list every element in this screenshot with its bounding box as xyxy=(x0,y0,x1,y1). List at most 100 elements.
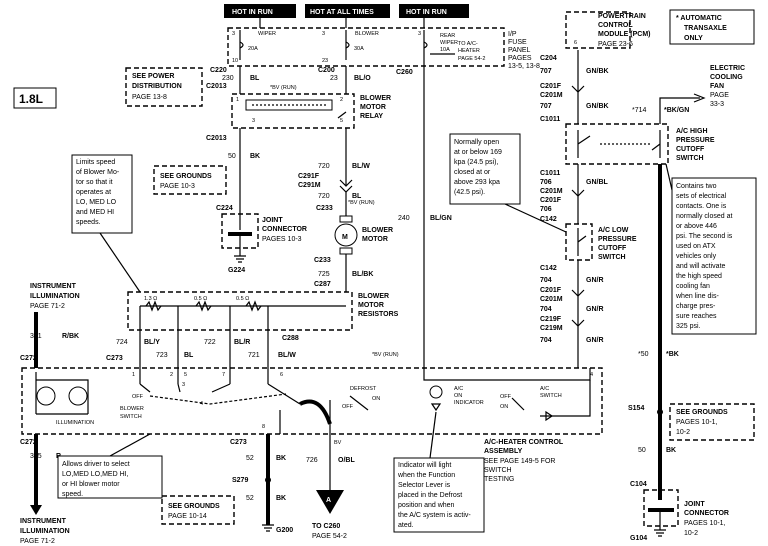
label-fuse-panel-rear-wiper-lines-1: WIPER xyxy=(440,40,458,46)
label-connectors-s279: S279 xyxy=(232,477,248,484)
label-connectors-c273-a: C273 xyxy=(106,355,123,362)
label-connectors-c220: C220 xyxy=(210,67,227,74)
ac-heater-control-assembly xyxy=(21,367,603,435)
label-blower-relay-lines-2: RELAY xyxy=(360,113,383,120)
label-contains-note-lines-14: 325 psi. xyxy=(676,323,701,330)
fuse-wiper-amp: 20A xyxy=(248,46,258,52)
label-see-power-lines-1: DISTRIBUTION xyxy=(132,83,182,90)
hot-at-all-times-box xyxy=(305,4,390,18)
label-indicator-note-lines-1: when the Function xyxy=(397,472,455,479)
label-wires-w725-color: BL/BK xyxy=(352,271,373,278)
label-allows-note-lines-0: Allows driver to select xyxy=(62,461,130,468)
label-connectors-c224: C224 xyxy=(216,205,233,212)
ac-low-pressure-switch xyxy=(565,223,593,261)
label-control-assembly-off: OFF xyxy=(132,394,144,400)
label-wires-w725: 725 xyxy=(318,271,330,278)
label-control-assembly-pins-6: 7 xyxy=(222,372,225,378)
label-control-assembly-pins-5: 6 xyxy=(280,372,283,378)
label-control-assembly-defrost: DEFROST xyxy=(350,386,377,392)
label-fuse-panel-ac-heater-lines-0: TO A/C- xyxy=(458,41,478,47)
label-wires-w704c-color: GN/R xyxy=(586,337,604,344)
label-resistors-lines-1: MOTOR xyxy=(358,302,384,309)
label-wires-w50: 50 xyxy=(228,153,236,160)
label-control-assembly-off: OFF xyxy=(342,404,354,410)
label-cooling-fan-lines-1: COOLING xyxy=(710,74,743,81)
label-limits-note-lines-4: LO, MED LO xyxy=(76,199,117,206)
illumination-lamp-1 xyxy=(36,386,56,406)
label-see-grounds-3-page-lines-0: PAGES 10-1, xyxy=(676,419,718,426)
label-wires-w720b-note: *BV (RUN) xyxy=(348,200,375,206)
label-connectors-s154: S154 xyxy=(628,405,644,412)
label-allows-note-lines-2: or HI blower motor xyxy=(62,481,120,488)
label-indicator-note-lines-0: Indicator will light xyxy=(398,462,451,469)
label-joint-connector-right-lines-1: CONNECTOR xyxy=(684,510,729,517)
label-ac-high-lines-3: SWITCH xyxy=(676,155,704,162)
blower-motor-resistors xyxy=(127,291,353,331)
label-ac-high-lines-1: PRESSURE xyxy=(676,137,715,144)
label-to-c260-page: PAGE 54-2 xyxy=(312,533,347,540)
label-wires-w720b: 720 xyxy=(318,193,330,200)
fuse-blower-amp: 30A xyxy=(354,46,364,52)
label-limits-note-lines-2: tor so that it xyxy=(76,179,113,186)
label-normally-open-note-lines-2: kpa (24.5 psi), xyxy=(454,159,498,166)
label-wires-w52b-color: BK xyxy=(276,495,286,502)
label-contains-note-lines-1: sets of electrical xyxy=(676,193,727,200)
label-pcm-page: PAGE 23-6 xyxy=(598,41,633,48)
hot-in-run-right-box xyxy=(399,4,469,18)
label-connectors-c201m-b: C201M xyxy=(540,188,563,195)
label-wires-w301-color: R/BK xyxy=(62,333,79,340)
label-joint-connector-right-page-lines-1: 10-2 xyxy=(684,530,698,537)
label-control-assembly-ac-on-indicator-1: ON xyxy=(454,393,462,399)
label-contains-note-lines-7: vehicles only xyxy=(676,253,717,260)
label-wires-w707b-color: GN/BK xyxy=(586,103,609,110)
label-instr-illum-top-page: PAGE 71-2 xyxy=(30,303,65,310)
label-see-grounds-1-page: PAGE 10-3 xyxy=(160,183,195,190)
label-wires-w52a: 52 xyxy=(246,455,254,462)
label-cooling-fan-page-lines-1: 33-3 xyxy=(710,101,724,108)
to-c260-arrow xyxy=(316,490,344,514)
label-instr-illum-top-lines-0: INSTRUMENT xyxy=(30,283,77,290)
ac-on-indicator-lamp xyxy=(429,385,443,399)
label-wires-w52a-color: BK xyxy=(276,455,286,462)
label-wires-w704c: 704 xyxy=(540,337,552,344)
label-wires-w720b-color: BL xyxy=(352,193,362,200)
blower-motor-symbol xyxy=(334,223,358,247)
label-wires-w726-color: O/BL xyxy=(338,457,355,464)
label-connectors-c291m: C291M xyxy=(298,182,321,189)
label-indicator-note-lines-4: position and when xyxy=(398,502,455,509)
label-connectors-c1011-b: C1011 xyxy=(540,170,560,177)
label-wires-w706a-color: GN/BL xyxy=(586,179,609,186)
label-connectors-c233-b: C233 xyxy=(314,257,331,264)
see-grounds-2 xyxy=(161,495,235,525)
label-fuse-panel-rear-pin: 3 xyxy=(418,31,421,37)
label-wires-w706a: 706 xyxy=(540,179,552,186)
label-limits-note-lines-5: and MED HI xyxy=(76,209,114,216)
label-connectors-c2013-a: C2013 xyxy=(206,83,227,90)
label-indicator-note-lines-6: ated. xyxy=(398,522,414,529)
label-see-power-page: PAGE 13-8 xyxy=(132,94,167,101)
label-to-c260-lines-0: TO C260 xyxy=(312,523,340,530)
label-control-assembly-blower-switch-0: BLOWER xyxy=(120,406,144,412)
label-connectors-c219m: C219M xyxy=(540,325,563,332)
label-wires-w722-color: BL/R xyxy=(234,339,250,346)
fuse-wiper-label: WIPER xyxy=(258,31,276,37)
label-wires-w707a: 707 xyxy=(540,68,552,75)
label-blower-relay-lines-1: MOTOR xyxy=(360,104,386,111)
label-pcm-lines-2: MODULE (PCM) xyxy=(598,31,651,38)
label-connectors-g104: G104 xyxy=(630,535,647,542)
hot-at-all-times: HOT AT ALL TIMES xyxy=(310,9,374,16)
label-instr-illum-bottom-lines-0: INSTRUMENT xyxy=(20,518,67,525)
label-connectors-c233-a: C233 xyxy=(316,205,333,212)
label-connectors-c1011-a: C1011 xyxy=(540,116,560,123)
see-power-box xyxy=(125,67,203,107)
label-wires-w706b: 706 xyxy=(540,206,552,213)
blower-motor-relay xyxy=(231,93,355,129)
label-wires-w723: 723 xyxy=(156,352,168,359)
label-pcm-pin: 6 xyxy=(574,40,577,46)
label-indicator-note-lines-2: Selector Lever is xyxy=(398,482,451,489)
label-wires-w723-color: BL xyxy=(184,352,194,359)
label-wires-w704b: 704 xyxy=(540,306,552,313)
label-wires-w301: 301 xyxy=(30,333,42,340)
label-fuse-panel-wiper-pin-top: 3 xyxy=(232,31,235,37)
label-wires-w720: 720 xyxy=(318,163,330,170)
